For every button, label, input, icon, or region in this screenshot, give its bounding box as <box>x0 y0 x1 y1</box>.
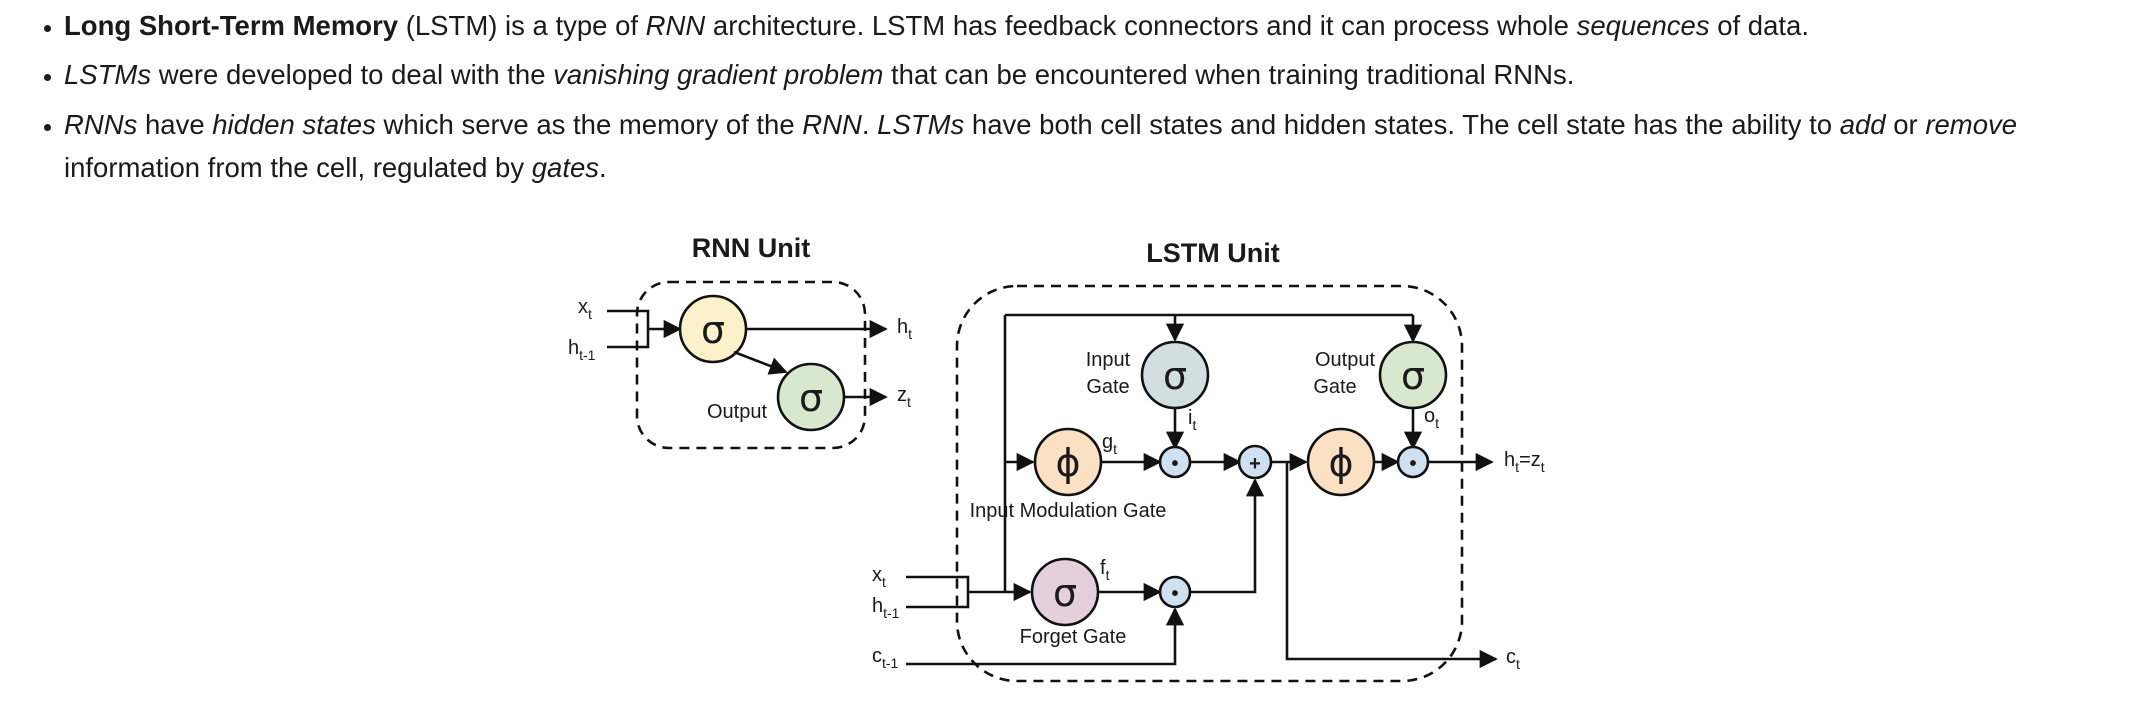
forget-gate-label: Forget Gate <box>1020 626 1127 648</box>
phi-icon: ϕ <box>1328 441 1353 485</box>
sigma-icon: σ <box>1401 354 1425 398</box>
text-run: that can be encountered when training tr… <box>883 59 1575 91</box>
lstm-unit: LSTM Unit xt ht-1 ct-1 σ Input Gate it ϕ… <box>872 238 1545 683</box>
rnn-title: RNN Unit <box>692 233 810 263</box>
phi-icon: ϕ <box>1055 441 1080 485</box>
i-t-label: it <box>1188 407 1196 433</box>
text-run: of data. <box>1709 10 1809 41</box>
bullet-list: Long Short-Term Memory (LSTM) is a type … <box>38 4 2130 196</box>
rnn-unit: RNN Unit xt ht-1 σ σ Output ht zt <box>568 233 912 450</box>
rnn-boundary <box>635 280 867 450</box>
sigma-icon: σ <box>799 376 823 420</box>
text-run: . <box>599 152 607 184</box>
sigma-icon: σ <box>1053 571 1077 615</box>
lstm-input-c: ct-1 <box>872 645 899 671</box>
rnn-out-z: zt <box>897 384 911 410</box>
italic-text: sequences <box>1576 10 1710 41</box>
sigma-icon: σ <box>701 308 725 352</box>
plus-icon: + <box>1249 453 1261 475</box>
italic-text: remove <box>1925 108 2018 140</box>
bold-text: Long Short-Term Memory <box>64 10 399 41</box>
sigma-icon: σ <box>1163 354 1187 398</box>
output-gate-label-2: Gate <box>1313 376 1356 398</box>
multiply-icon: • <box>1171 583 1178 605</box>
text-run: have both cell states and hidden states.… <box>964 108 1840 140</box>
lstm-out-c: ct <box>1506 646 1520 672</box>
text-run: were developed to deal with the <box>151 59 554 91</box>
italic-text: LSTMs <box>64 59 152 91</box>
italic-text: RNN <box>645 10 706 41</box>
text-run: (LSTM) is a type of <box>398 10 646 41</box>
lstm-boundary <box>955 284 1464 683</box>
g-t-label: gt <box>1102 431 1117 457</box>
input-modulation-gate-label: Input Modulation Gate <box>970 500 1167 522</box>
rnn-input-h: ht-1 <box>568 337 596 363</box>
rnn-input-x: xt <box>578 296 592 322</box>
text-run: which serve as the memory of the <box>375 108 803 140</box>
f-t-label: ft <box>1100 557 1110 583</box>
rnn-output-label: Output <box>707 401 767 423</box>
rnn-out-h: ht <box>897 316 912 342</box>
lstm-title: LSTM Unit <box>1146 238 1279 268</box>
italic-text: LSTMs <box>877 108 965 140</box>
lstm-input-h: ht-1 <box>872 595 900 621</box>
italic-text: gates <box>531 152 600 184</box>
output-gate-label: Output <box>1315 349 1375 371</box>
lstm-out-h: ht=zt <box>1504 449 1545 475</box>
text-run: or <box>1885 108 1926 140</box>
italic-text: add <box>1839 108 1886 140</box>
italic-text: vanishing gradient problem <box>553 59 884 91</box>
text-run: architecture. LSTM has feedback connecto… <box>705 10 1577 41</box>
italic-text: RNNs <box>64 108 138 140</box>
o-t-label: ot <box>1424 405 1439 431</box>
lstm-input-merge <box>906 575 970 609</box>
text-run: . <box>861 108 878 140</box>
text-run: have <box>137 108 213 140</box>
bullet-lstm-definition: Long Short-Term Memory (LSTM) is a type … <box>64 4 2130 47</box>
italic-text: RNN <box>802 108 862 140</box>
multiply-icon: • <box>1171 453 1178 475</box>
bullet-vanishing-gradient: LSTMs were developed to deal with the va… <box>64 53 2130 96</box>
italic-text: hidden states <box>212 108 376 140</box>
text-run: information from the cell, regulated by <box>64 152 532 184</box>
input-gate-label-2: Gate <box>1086 376 1129 398</box>
input-gate-label: Input <box>1086 349 1131 371</box>
rnn-input-merge <box>607 309 650 349</box>
lstm-input-x: xt <box>872 564 886 590</box>
multiply-icon: • <box>1409 453 1416 475</box>
bullet-hidden-states: RNNs have hidden states which serve as t… <box>64 103 2130 190</box>
